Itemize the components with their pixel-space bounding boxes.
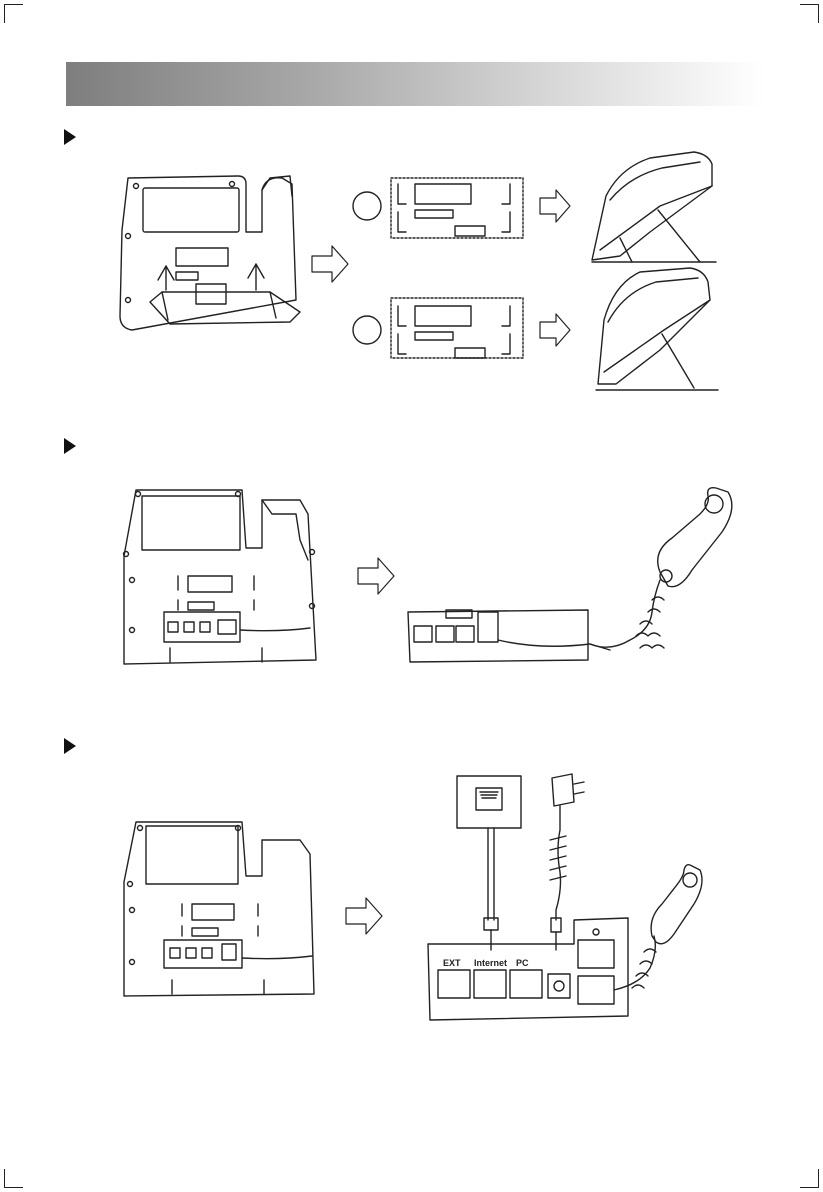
port-label-pc: PC [516,958,529,968]
port-label-ext: EXT [443,958,461,968]
port-label-internet: Internet [474,958,507,968]
